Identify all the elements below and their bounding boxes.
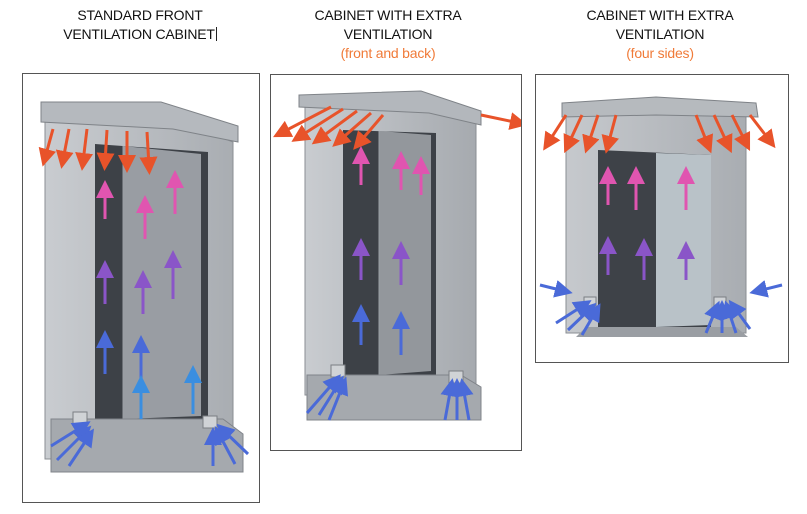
- title-standard-cabinet: STANDARD FRONT VENTILATION CABINET: [40, 6, 240, 44]
- mixed-air-arrows: [96, 250, 182, 314]
- text-cursor: [215, 27, 217, 41]
- cabinet-four-sides-vent-illustration: [539, 96, 783, 337]
- cold-air-arrows: [132, 365, 202, 419]
- warm-air-arrows: [96, 170, 184, 239]
- panel-front-back-cabinet: [270, 74, 522, 451]
- title-subtitle: (four sides): [626, 45, 694, 61]
- title-line-2: VENTILATION: [615, 26, 705, 42]
- mixed-air-arrows: [599, 236, 695, 280]
- title-front-back-cabinet: CABINET WITH EXTRA VENTILATION (front an…: [288, 6, 488, 63]
- cool-air-arrows: [539, 280, 783, 336]
- title-subtitle: (front and back): [340, 45, 436, 61]
- title-four-sides-cabinet: CABINET WITH EXTRA VENTILATION (four sid…: [555, 6, 765, 63]
- title-line-2: VENTILATION: [343, 26, 433, 42]
- panel-four-sides-cabinet: [535, 74, 789, 363]
- warm-air-arrows: [599, 166, 695, 210]
- title-line-2: VENTILATION CABINET: [40, 25, 240, 44]
- warm-air-arrows: [352, 146, 430, 195]
- cabinet-front-back-vent-illustration: [273, 90, 521, 421]
- title-line-1: CABINET WITH EXTRA: [586, 7, 734, 23]
- hot-air-arrows: [543, 114, 776, 154]
- panel-standard-cabinet: [22, 73, 260, 503]
- cool-air-arrows: [305, 304, 474, 421]
- title-line-1: CABINET WITH EXTRA: [314, 7, 462, 23]
- cool-air-arrows: [50, 330, 250, 467]
- mixed-air-arrows: [352, 238, 410, 285]
- title-line-2-text: VENTILATION CABINET: [63, 26, 215, 42]
- cabinet-front-vent-illustration: [38, 101, 250, 473]
- hot-air-arrows: [38, 128, 158, 175]
- hot-air-arrows: [273, 105, 521, 150]
- title-line-1: STANDARD FRONT: [77, 7, 203, 23]
